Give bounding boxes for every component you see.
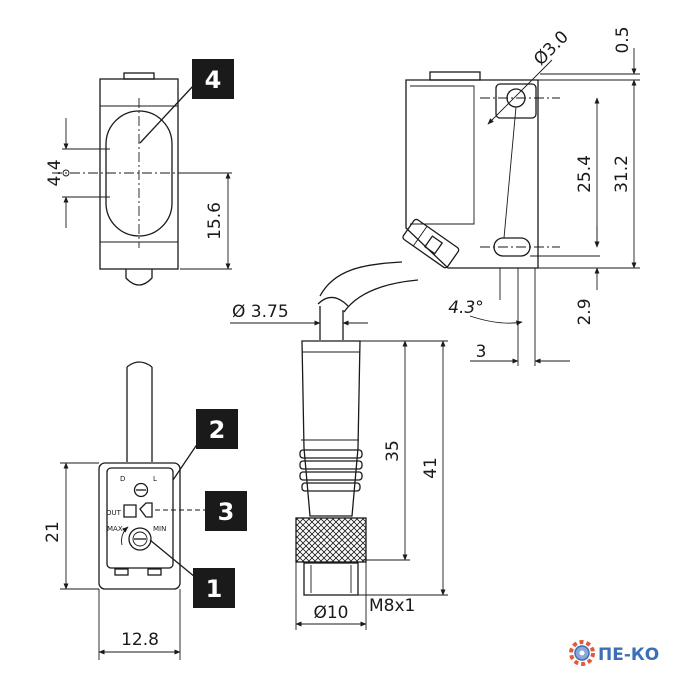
logo: ПЕ-КО xyxy=(569,640,659,666)
dim-d10: Ø10 xyxy=(313,603,348,623)
callout-4: 4 xyxy=(205,66,222,94)
connector-body xyxy=(301,340,361,517)
bottom-mark-right xyxy=(147,568,162,576)
callout-3: 3 xyxy=(218,498,235,526)
cable-gland xyxy=(402,218,460,269)
side-body xyxy=(405,79,539,269)
label-min: MIN xyxy=(153,525,166,533)
front-view: 4.4 15.6 4 xyxy=(45,59,234,286)
logo-text: ПЕ-КО xyxy=(598,645,659,665)
label-d: D xyxy=(120,475,125,483)
sensitivity-pot xyxy=(128,527,152,551)
dim-thread: M8x1 xyxy=(369,596,415,616)
dim-41: 41 xyxy=(421,457,441,479)
back-view: D L OUT MAX MIN 21 12.8 2 3 1 xyxy=(43,361,247,660)
back-cable xyxy=(126,367,153,462)
label-max: MAX xyxy=(107,525,123,533)
dim-d3-75: Ø 3.75 xyxy=(232,302,289,322)
callout-1: 1 xyxy=(206,575,223,603)
front-led xyxy=(125,269,153,286)
dim-3: 3 xyxy=(476,342,487,362)
thread-end xyxy=(303,562,359,596)
callout-badge-1 xyxy=(193,568,235,608)
front-top-tab xyxy=(123,72,155,80)
side-view: 0.5 25.4 31.2 2.9 Ø3.0 4.3° 3 xyxy=(317,26,640,366)
callout-badge-2 xyxy=(196,409,238,449)
dim-0-5: 0.5 xyxy=(613,26,633,53)
dim-angle: 4.3° xyxy=(448,298,484,318)
side-mount-boss xyxy=(495,83,537,119)
dim-15-6: 15.6 xyxy=(205,202,225,240)
callout-badge-3 xyxy=(205,491,247,531)
dim-25-4: 25.4 xyxy=(575,155,595,193)
dim-35: 35 xyxy=(383,440,403,462)
connector-view: Ø 3.75 35 41 Ø10 M8x1 xyxy=(230,302,448,630)
callout-2: 2 xyxy=(209,416,226,444)
side-inner-window xyxy=(410,85,475,225)
mode-switch xyxy=(133,482,149,498)
gear-icon xyxy=(569,640,595,666)
cable-edge-b xyxy=(343,279,419,313)
output-indicators xyxy=(123,502,153,518)
dim-21: 21 xyxy=(43,521,63,543)
label-l: L xyxy=(153,475,157,483)
back-body xyxy=(98,462,181,590)
dim-31-2: 31.2 xyxy=(612,155,632,193)
dim-2-9: 2.9 xyxy=(575,298,595,325)
dim-4-4: 4.4 xyxy=(45,159,65,186)
knurled-nut xyxy=(295,517,367,563)
dim-d3-0: Ø3.0 xyxy=(530,27,573,70)
callout-badge-4 xyxy=(192,59,234,99)
side-top-tab xyxy=(429,71,481,81)
cable-edge-a xyxy=(319,261,403,297)
back-panel xyxy=(106,467,174,569)
dim-12-8: 12.8 xyxy=(121,630,159,650)
bottom-mark-left xyxy=(114,568,129,576)
label-out: OUT xyxy=(106,509,122,517)
